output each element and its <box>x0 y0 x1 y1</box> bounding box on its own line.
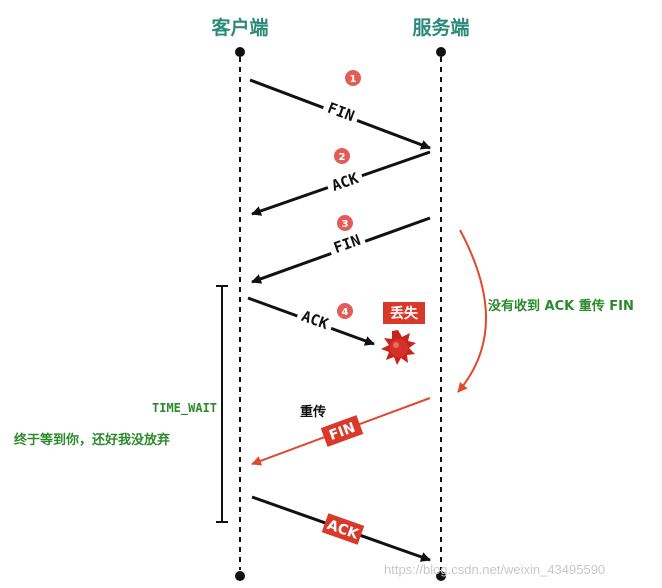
resend-label: 重传 <box>300 404 326 420</box>
time-wait-bracket <box>216 285 228 523</box>
resend-fin-tag: FIN <box>320 415 364 447</box>
resend-timeout-arrow <box>457 229 487 393</box>
svg-text:3: 3 <box>342 219 349 230</box>
svg-text:1: 1 <box>350 74 357 85</box>
ack-label-2: ACK <box>329 169 361 195</box>
svg-text:FIN: FIN <box>327 420 357 444</box>
step-badge-2: 2 <box>334 148 350 164</box>
fin-label-3: FIN <box>331 231 363 257</box>
step-badge-4: 4 <box>337 303 353 319</box>
step-badge-1: 1 <box>345 70 361 86</box>
resend-note: 没有收到 ACK 重传 FIN <box>488 298 634 314</box>
time-wait-label: TIME_WAIT <box>152 401 217 416</box>
waiting-note: 终于等到你，还好我没放弃 <box>14 432 170 448</box>
server-lifeline <box>436 47 446 581</box>
client-lifeline <box>235 47 245 581</box>
svg-text:2: 2 <box>339 152 346 163</box>
ack-label-4: ACK <box>299 307 331 333</box>
lost-tag: 丢失 <box>383 302 425 324</box>
server-title: 服务端 <box>412 16 469 39</box>
client-title: 客户端 <box>211 16 268 39</box>
watermark: https://blog.csdn.net/weixin_43495590 <box>384 562 605 577</box>
final-ack-tag: ACK <box>321 513 365 545</box>
lost-splat-icon <box>381 330 416 365</box>
svg-text:丢失: 丢失 <box>390 305 419 322</box>
svg-text:4: 4 <box>342 307 349 318</box>
step-badge-3: 3 <box>337 215 353 231</box>
